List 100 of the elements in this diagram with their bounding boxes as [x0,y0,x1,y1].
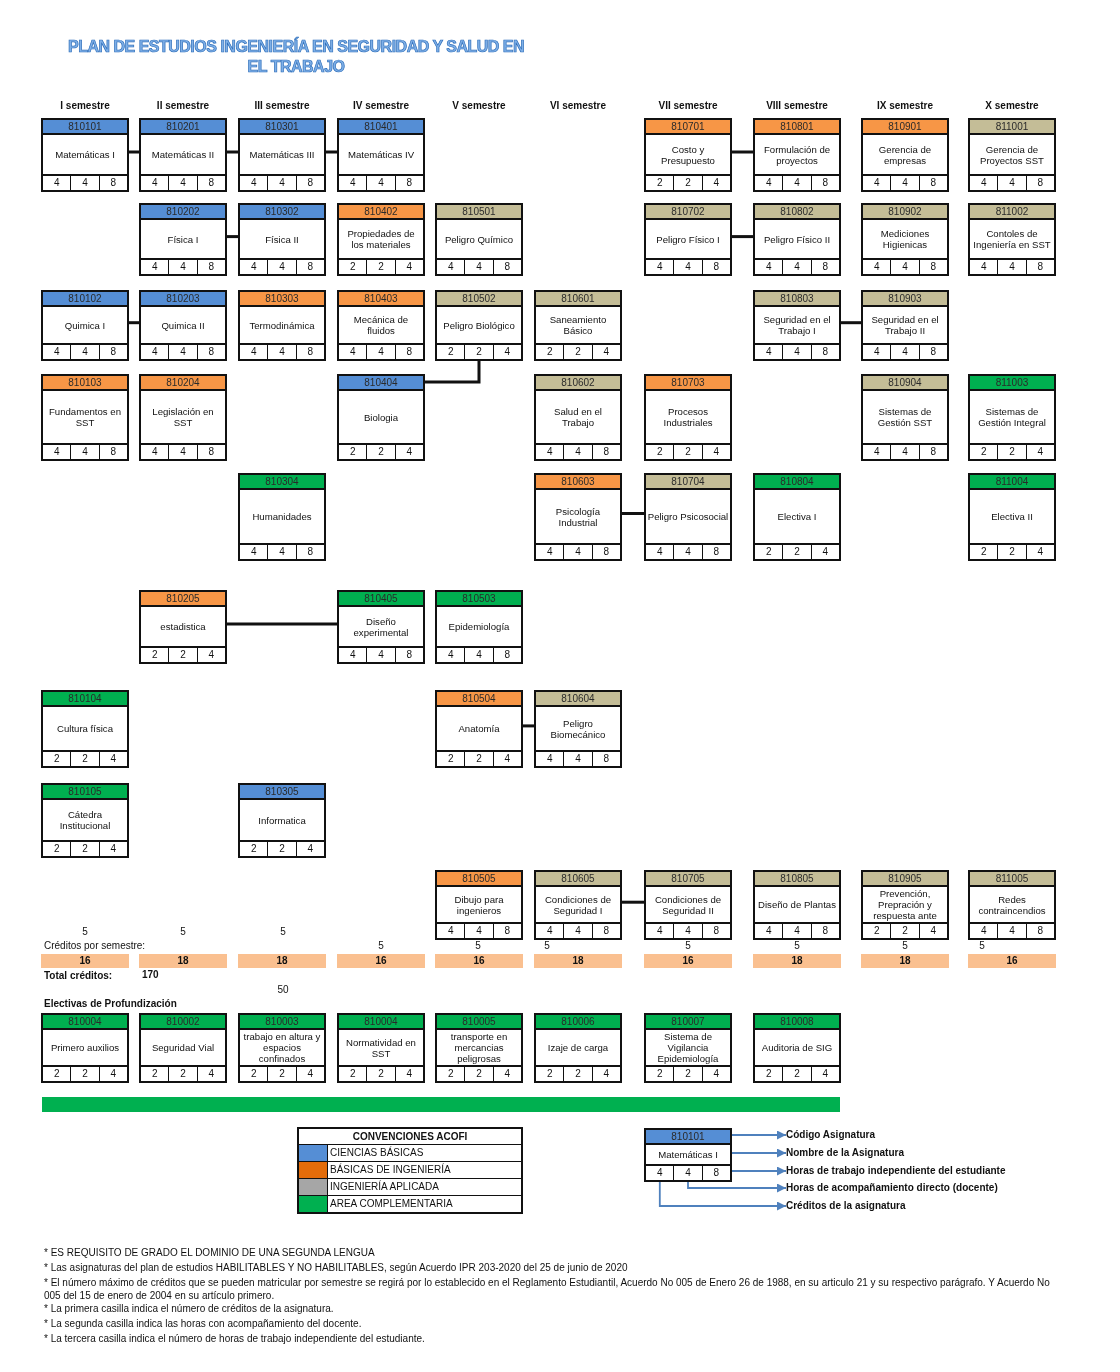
credits-cell: 2 [437,1065,465,1081]
course-box [238,290,326,361]
course-box [41,690,129,768]
course-box [238,473,326,561]
contact-hours-cell: 2 [267,1065,296,1081]
number-label: 5 [685,940,691,952]
contact-hours-cell: 2 [267,840,296,856]
contact-hours-cell: 4 [563,443,592,459]
credits-cell: 4 [536,750,564,766]
credits-bar: 18 [753,954,841,968]
credits-cell: 2 [43,1065,71,1081]
course-box [238,1013,326,1083]
semester-heading: VII semestre [658,100,718,112]
code-header: 810705 [646,872,730,887]
code-header: 810405 [339,592,423,607]
code-header: 810904 [863,376,947,391]
legend-label: BÁSICAS DE INGENIERÍA [328,1162,521,1178]
arrow [658,1181,787,1211]
number-label: 5 [82,926,88,938]
independent-hours-cell: 8 [1025,258,1054,274]
code-header: 810003 [240,1015,324,1030]
independent-hours-cell: 4 [394,258,423,274]
code-header: 810604 [536,692,620,707]
code-header: 811001 [970,120,1054,135]
course-box [238,203,326,276]
contact-hours-cell: 4 [168,443,197,459]
course-box [41,374,129,461]
course-name: Quimica II [161,319,205,331]
independent-hours-cell: 8 [810,922,839,938]
credits-cell: 2 [339,443,367,459]
contact-hours-cell: 4 [366,646,395,662]
contact-hours-cell: 4 [782,258,811,274]
independent-hours-cell: 8 [591,543,620,559]
contact-hours-cell: 4 [563,543,592,559]
course-name: Peligro Químico [444,233,514,245]
course-box [968,118,1056,192]
credits-bar: 18 [238,954,326,968]
independent-hours-cell: 4 [98,1065,127,1081]
independent-hours-cell: 4 [1025,443,1054,459]
course-name: Electiva II [991,511,1033,522]
credits-cell: 4 [755,922,783,938]
independent-hours-cell: 8 [591,922,620,938]
independent-hours-cell: 4 [295,1065,324,1081]
semester-heading: IV semestre [352,100,410,112]
course-box [435,690,523,768]
independent-hours-cell: 4 [295,840,324,856]
connector-line [622,512,644,515]
course-name: Cultura física [57,723,113,734]
code-header: 810007 [646,1015,730,1030]
contact-hours-cell: 2 [563,1065,592,1081]
independent-hours-cell: 8 [701,543,730,559]
course-name: Epidemiología [448,621,510,632]
contact-hours-cell: 2 [70,840,99,856]
course-name: trabajo en altura y espacios confinados [242,1031,322,1064]
independent-hours-cell: 8 [492,646,521,662]
independent-hours-cell: 8 [701,1164,730,1180]
course-name: Izaje de carga [547,1042,609,1053]
course-name: Matemáticas II [151,149,215,160]
independent-hours-cell: 4 [810,543,839,559]
row-label: Créditos por semestre: [44,940,146,952]
credits-cell: 4 [536,922,564,938]
independent-hours-cell: 8 [492,922,521,938]
course-name: transporte en mercancias peligrosas [449,1031,509,1064]
code-header: 810301 [240,120,324,135]
course-box [861,290,949,361]
course-name: Condiciones de Seguridad II [653,893,723,916]
connector-line [622,900,644,904]
independent-hours-cell: 4 [918,922,947,938]
code-header: 810202 [141,205,225,220]
independent-hours-cell: 8 [196,343,225,359]
footnote: * Las asignaturas del plan de estudios HABILITABLES Y NO HABILITABLES, según Acuerdo IPR 203-2020 del 25 de junio de 2020 [44,1261,629,1274]
course-box [861,870,949,940]
number-label: 5 [544,940,550,952]
credits-cell: 4 [646,922,674,938]
code-header: 811004 [970,475,1054,490]
connector-line [227,235,238,239]
code-header: 810704 [646,475,730,490]
code-header: 810905 [863,872,947,887]
code-header: 810303 [240,292,324,307]
independent-hours-cell: 4 [701,443,730,459]
independent-hours-cell: 4 [98,840,127,856]
course-name: Costo y Presupuesto [660,143,716,166]
code-header: 810503 [437,592,521,607]
credits-cell: 4 [240,543,268,559]
credits-bar: 16 [968,954,1056,968]
independent-hours-cell: 4 [701,1065,730,1081]
contact-hours-cell: 4 [267,174,296,190]
credits-cell: 2 [141,646,169,662]
contact-hours-cell: 4 [673,543,702,559]
contact-hours-cell: 4 [673,1164,702,1180]
connector-line [841,321,861,325]
credits-cell: 2 [755,543,783,559]
code-header: 810804 [755,475,839,490]
contact-hours-cell: 4 [890,174,919,190]
credits-cell: 2 [646,1065,674,1081]
credits-cell: 2 [646,443,674,459]
course-box [41,783,129,858]
footnote: * ES REQUISITO DE GRADO EL DOMINIO DE UNA SEGUNDA LENGUA [44,1246,376,1259]
course-name: Mediciones Higienicas [879,228,931,250]
independent-hours-cell: 8 [810,174,839,190]
